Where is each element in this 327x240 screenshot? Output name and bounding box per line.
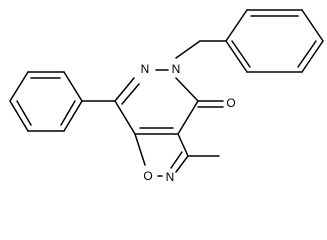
bond-ch2-to-n: [175, 40, 201, 59]
bond-bn-ring-inner-2: [297, 40, 317, 68]
bond-ph-ring-1: [63, 71, 83, 102]
atom-n6-label: N: [141, 62, 150, 76]
bond-ph-ring-3: [9, 71, 29, 102]
bond-ph-ring-inner-2: [16, 100, 32, 126]
bond-bn-ring-5: [225, 40, 248, 73]
bond-n6-c7-double: [121, 83, 140, 105]
bond-ph-ring-6: [63, 100, 83, 132]
bond-c7a-o1: [134, 133, 146, 166]
atom-o4-label: O: [226, 96, 235, 110]
bond-ph-ring-inner-3: [60, 100, 76, 126]
bond-n2-c3-double: [170, 151, 183, 169]
bond-c3-c3a: [177, 133, 189, 157]
bond-ph-ring-4: [9, 100, 29, 132]
atom-o1-label: O: [143, 169, 152, 183]
bond-bn-ring-3: [301, 40, 324, 73]
bond-bn-ring-inner-3: [231, 40, 251, 68]
bond-n5-c4: [175, 77, 199, 102]
bond-c4-c3a: [177, 100, 199, 135]
atom-n5-label: N: [172, 62, 181, 76]
bond-bn-ring-2: [301, 9, 324, 42]
bond-n2-c3: [175, 155, 189, 173]
molecule-structure-diagram: N N O O N: [9, 9, 324, 184]
bond-c7-c7a: [114, 100, 136, 135]
bond-n6-c7: [114, 77, 135, 102]
atom-labels: N N O O N: [141, 62, 236, 184]
atom-n2-label: N: [166, 170, 175, 184]
bond-bn-ring-6: [225, 9, 248, 42]
bonds: [9, 9, 324, 177]
